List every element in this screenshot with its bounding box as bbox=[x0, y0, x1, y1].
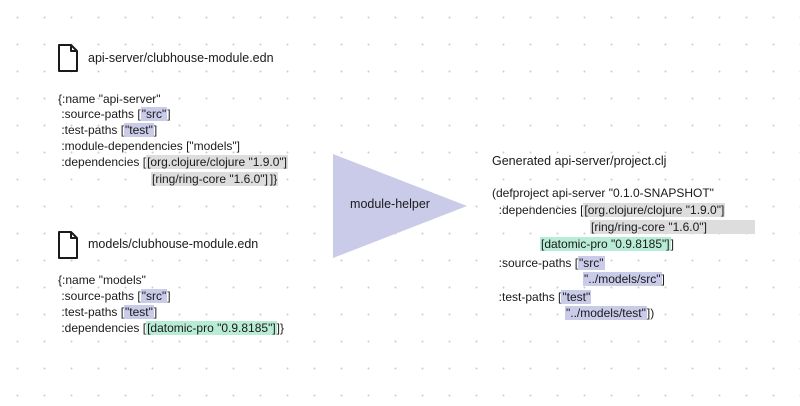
highlight-path: "src" bbox=[140, 289, 168, 303]
code-line: :dependencies [[org.clojure/clojure "1.9… bbox=[58, 155, 288, 169]
code-text: :dependencies [ bbox=[492, 203, 584, 217]
code-text: :test-paths [ bbox=[58, 123, 125, 137]
highlight-path: "src" bbox=[578, 256, 605, 270]
highlight-dependency: [ring/ring-core "1.6.0"] bbox=[590, 220, 755, 234]
api-server-module-filename: api-server/clubhouse-module.edn bbox=[88, 51, 274, 65]
code-line: :source-paths ["src"] bbox=[58, 107, 171, 121]
code-text: :source-paths [ bbox=[492, 256, 579, 270]
highlight-dependency: [org.clojure/clojure "1.9.0"] bbox=[583, 203, 726, 217]
code-text: ] bbox=[167, 107, 171, 121]
code-text: :test-paths [ bbox=[492, 290, 562, 304]
arrow-shape bbox=[333, 154, 467, 258]
code-line: (defproject api-server "0.1.0-SNAPSHOT" bbox=[492, 186, 714, 200]
code-line: :test-paths ["test"] bbox=[58, 123, 157, 137]
highlight-datomic: [datomic-pro "0.9.8185"] bbox=[146, 321, 277, 335]
code-line: :module-dependencies ["models"] bbox=[58, 139, 240, 153]
code-line: [ring/ring-core "1.6.0"]]} bbox=[151, 172, 279, 186]
code-line: :source-paths ["src"] bbox=[58, 289, 171, 303]
code-text: {:name "models" bbox=[58, 273, 146, 287]
generated-file-title: Generated api-server/project.clj bbox=[492, 154, 667, 168]
code-line: :test-paths ["test" bbox=[492, 290, 592, 304]
code-text: ] bbox=[661, 272, 665, 286]
file-icon bbox=[58, 44, 78, 72]
highlight-path: "src" bbox=[140, 107, 168, 121]
code-text: :source-paths [ bbox=[58, 289, 141, 303]
models-module-filename: models/clubhouse-module.edn bbox=[88, 237, 259, 251]
code-line: :source-paths ["src" bbox=[492, 256, 605, 270]
code-text: {:name "api-server" bbox=[58, 92, 161, 106]
module-helper-label: module-helper bbox=[350, 197, 430, 211]
highlight-path: "../models/test" bbox=[565, 306, 647, 320]
code-text: :module-dependencies ["models"] bbox=[58, 139, 240, 153]
code-line: :dependencies [[datomic-pro "0.9.8185"]]… bbox=[58, 321, 284, 335]
code-line: :test-paths ["test"] bbox=[58, 305, 157, 319]
code-text: ]} bbox=[268, 172, 279, 186]
code-line: {:name "models" bbox=[58, 273, 146, 287]
code-line: "../models/src"] bbox=[583, 272, 665, 286]
highlight-dependency: [ring/ring-core "1.6.0"] bbox=[151, 172, 269, 186]
code-text: ] bbox=[670, 237, 674, 251]
code-text: (defproject api-server "0.1.0-SNAPSHOT" bbox=[492, 186, 714, 200]
code-text: ] bbox=[153, 123, 158, 137]
code-text: ] bbox=[153, 305, 158, 319]
code-text: :dependencies [ bbox=[58, 155, 147, 169]
code-text: :dependencies [ bbox=[58, 321, 147, 335]
file-icon bbox=[58, 231, 78, 259]
code-text: ] bbox=[167, 289, 171, 303]
module-helper-arrow bbox=[333, 154, 467, 258]
code-line: :dependencies [[org.clojure/clojure "1.9… bbox=[492, 203, 726, 217]
highlight-dependency: [org.clojure/clojure "1.9.0"] bbox=[146, 155, 288, 169]
highlight-path: "../models/src" bbox=[583, 272, 662, 286]
code-line: {:name "api-server" bbox=[58, 92, 161, 106]
code-line: [ring/ring-core "1.6.0"] bbox=[590, 220, 755, 234]
highlight-path: "test" bbox=[124, 123, 154, 137]
highlight-path: "test" bbox=[561, 290, 592, 304]
highlight-datomic: [datomic-pro "0.9.8185"] bbox=[540, 237, 671, 251]
code-line: "../models/test"]) bbox=[565, 306, 654, 320]
code-text: ]) bbox=[646, 306, 655, 320]
code-text: :source-paths [ bbox=[58, 107, 141, 121]
code-text: :test-paths [ bbox=[58, 305, 125, 319]
highlight-path: "test" bbox=[124, 305, 154, 319]
code-line: [datomic-pro "0.9.8185"]] bbox=[540, 237, 674, 251]
code-text: ]} bbox=[276, 321, 285, 335]
